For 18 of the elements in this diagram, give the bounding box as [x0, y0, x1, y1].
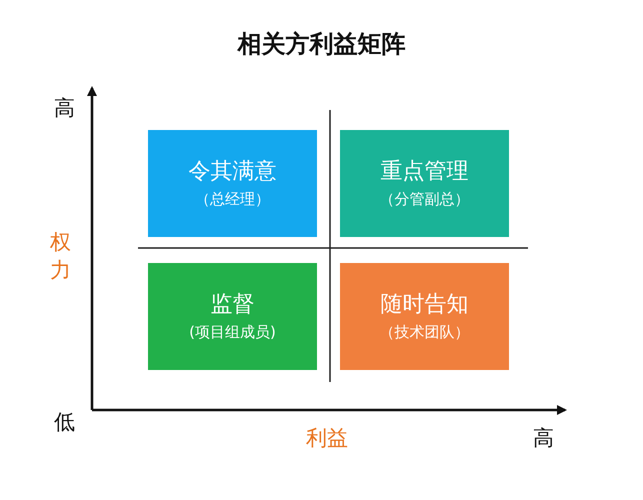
- axis-tick-label: 高: [533, 426, 554, 450]
- quadrant-subtitle: (项目组成员): [189, 322, 276, 342]
- quadrant-title: 监督: [210, 290, 254, 318]
- quadrant-title: 令其满意: [188, 158, 276, 186]
- matrix-quadrant: [340, 130, 509, 237]
- quadrant-subtitle: （技术团队）: [380, 322, 470, 342]
- title: 相关方利益矩阵: [238, 30, 406, 58]
- quadrant-title: 随时告知: [380, 290, 468, 318]
- matrix-quadrant: [148, 263, 317, 370]
- axis-tick-label: 低: [54, 410, 75, 434]
- quadrant-subtitle: （分管副总）: [380, 188, 470, 210]
- quadrant-subtitle: （总经理）: [195, 188, 270, 210]
- matrix-quadrant: [148, 130, 317, 237]
- axis-tick-label: 高: [54, 96, 75, 120]
- matrix-quadrant: [340, 263, 509, 370]
- quadrant-title: 重点管理: [380, 158, 468, 186]
- axis-title: 利益: [306, 426, 348, 450]
- axis-title: 权力: [50, 229, 72, 284]
